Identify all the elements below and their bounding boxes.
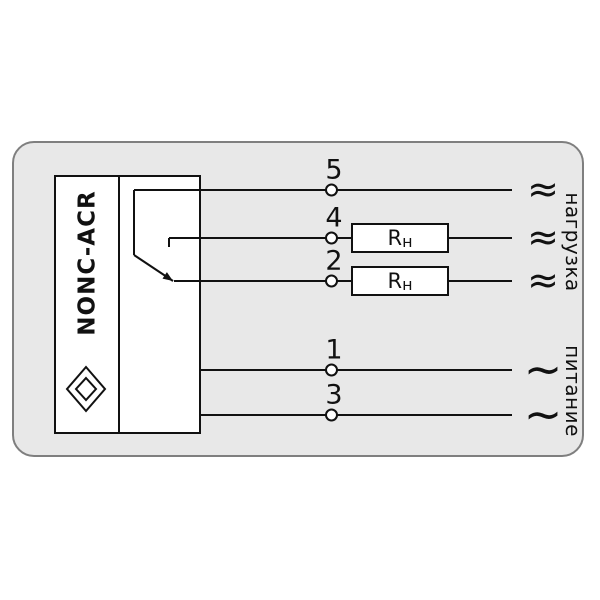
- terminal-number-2: 2: [325, 245, 343, 277]
- ac-symbol-load-5: ≈: [527, 167, 559, 211]
- sensor-model-label: NONC-ACR: [74, 190, 101, 336]
- terminal-circle-5: [325, 183, 338, 197]
- terminal-number-3: 3: [325, 379, 343, 411]
- resistor-box-terminal-4: [351, 223, 449, 253]
- terminal-number-1: 1: [325, 334, 343, 366]
- resistor-label-terminal-2: Rн: [387, 271, 412, 293]
- switch-no-lead: [168, 237, 200, 247]
- resistor-subscript: н: [402, 232, 413, 251]
- ac-symbol-power-3: ∼: [523, 387, 563, 441]
- switch-arm-arrowhead: [162, 272, 173, 281]
- ac-symbol-load-2: ≈: [527, 258, 559, 302]
- power-group-label: питание: [561, 345, 585, 437]
- ac-symbol-load-4: ≈: [527, 215, 559, 259]
- terminal-circle-4: [325, 231, 338, 245]
- resistor-label-terminal-4: Rн: [387, 228, 412, 250]
- resistor-symbol: R: [387, 269, 403, 293]
- resistor-symbol: R: [387, 226, 403, 250]
- resistor-subscript: н: [402, 275, 413, 294]
- sensing-face-icon: [65, 365, 107, 413]
- terminal-number-5: 5: [325, 154, 343, 186]
- load-group-label: нагрузка: [561, 192, 585, 292]
- sensor-body-outline: [54, 175, 201, 434]
- ac-symbol-power-1: ∼: [523, 342, 563, 396]
- terminal-circle-2: [325, 274, 338, 288]
- terminal-circle-3: [325, 408, 338, 422]
- resistor-box-terminal-2: [351, 266, 449, 296]
- terminal-number-4: 4: [325, 202, 343, 234]
- switch-contact: [133, 189, 200, 282]
- switch-common-lead: [133, 189, 200, 255]
- terminal-circle-1: [325, 363, 338, 377]
